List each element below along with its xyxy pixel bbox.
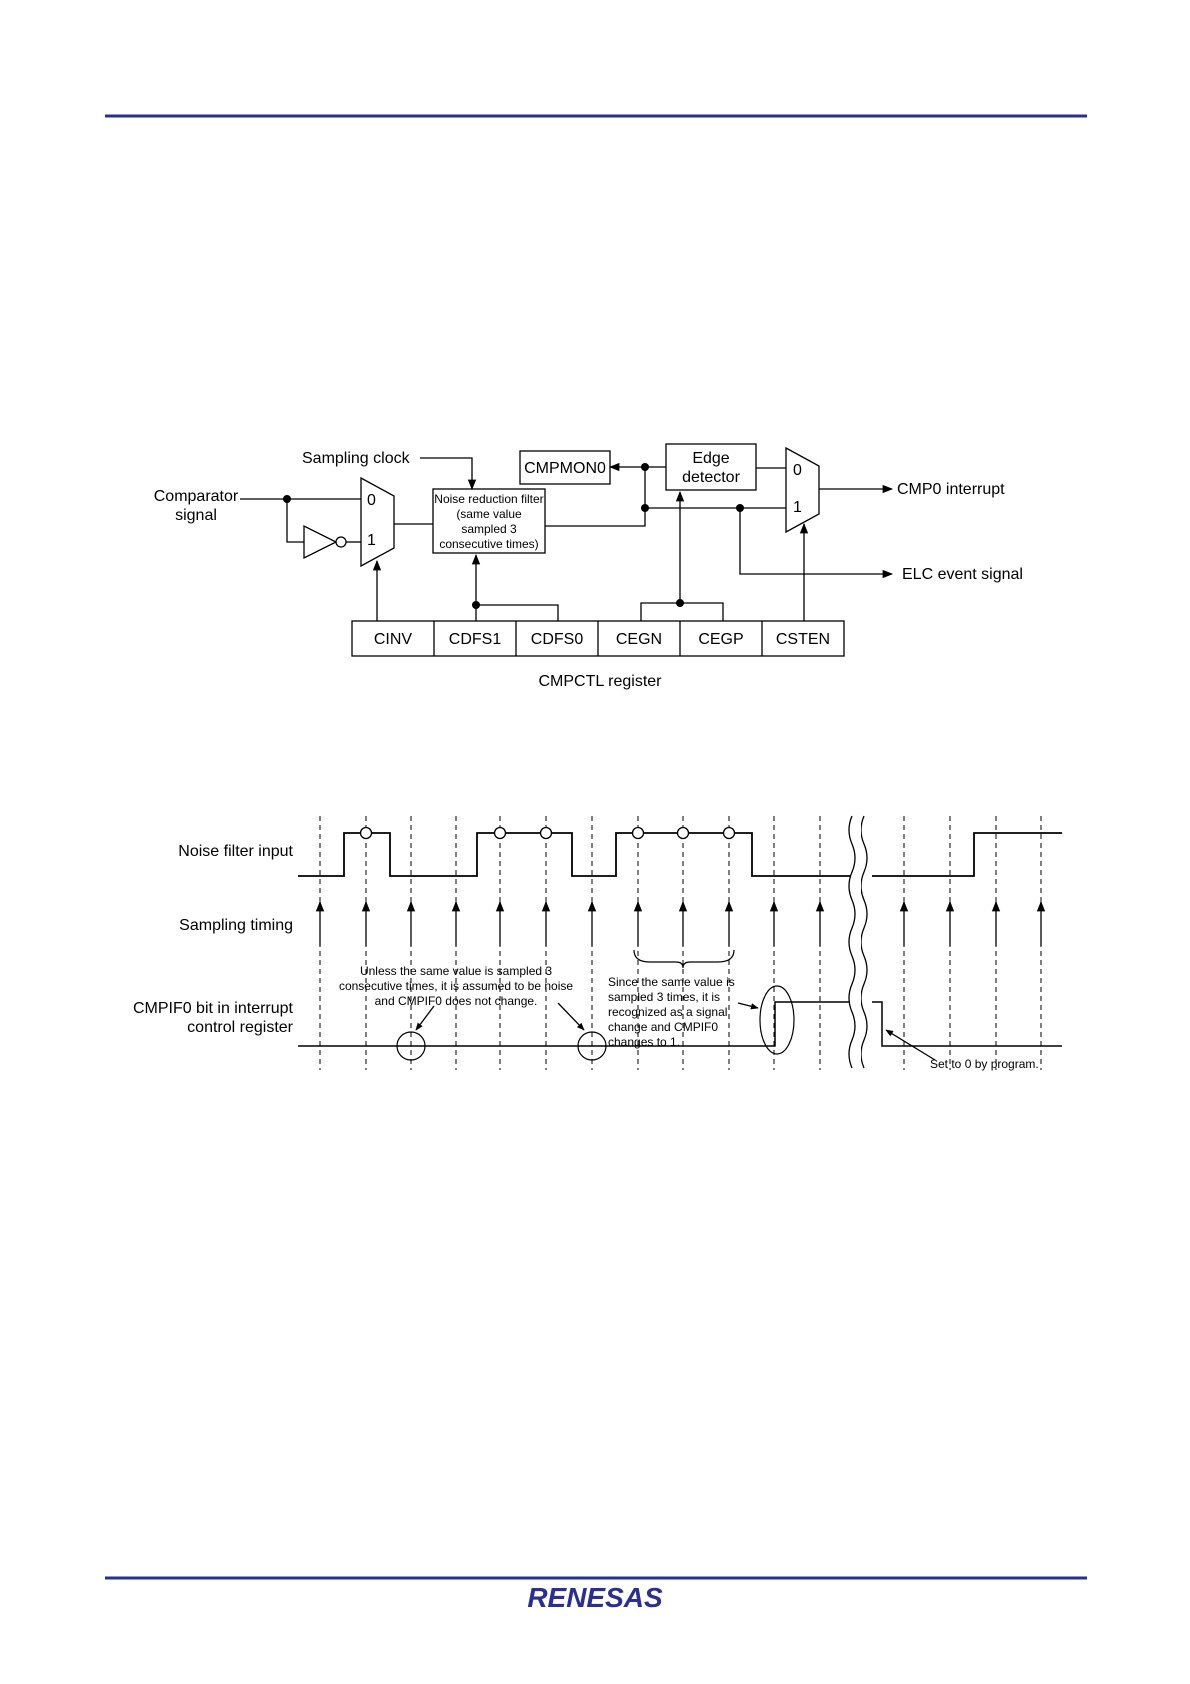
svg-text:changes to 1.: changes to 1. [608, 1035, 680, 1049]
svg-text:and CMPIF0 does not change.: and CMPIF0 does not change. [375, 994, 538, 1008]
svg-text:change and CMPIF0: change and CMPIF0 [608, 1020, 718, 1034]
elc-event-label: ELC event signal [902, 566, 1023, 583]
sampling-arrows [315, 900, 1046, 946]
register-name: CMPCTL register [539, 673, 663, 690]
svg-text:sampled 3 times, it is: sampled 3 times, it is [608, 990, 720, 1004]
sampling-clock-label: Sampling clock [302, 450, 411, 467]
cmpif0-wave-2 [872, 1001, 1062, 1047]
timing-diagram: Noise filter input Sampling timing CMPIF… [133, 815, 1062, 1071]
mux-1-input-0: 0 [367, 492, 376, 509]
mux-1-input-1: 1 [367, 532, 376, 549]
noise-reduction-filter [432, 488, 546, 554]
edge-detector-line-2: detector [682, 469, 740, 486]
three-sample-brace [633, 949, 735, 969]
mux-1 [360, 476, 395, 568]
cmpmon0-box [519, 450, 611, 485]
reg-field-cdfs0: CDFS0 [531, 631, 584, 648]
note-noise: Unless the same value is sampled 3 conse… [339, 964, 573, 1008]
sampling-timing-label: Sampling timing [179, 917, 293, 934]
sample-points [359, 826, 736, 840]
svg-text:Since the same value is: Since the same value is [608, 975, 735, 989]
time-break [848, 815, 856, 1069]
noise-circle-1 [396, 1031, 426, 1061]
svg-text:recognized as a signal: recognized as a signal [608, 1005, 727, 1019]
reg-field-cegp: CEGP [698, 631, 743, 648]
cmpif0-wave [298, 1001, 850, 1047]
cmpctl-register [351, 620, 845, 657]
cmpif-label-2: control register [187, 1019, 293, 1036]
edge-detector-line-1: Edge [692, 450, 729, 467]
noise-filter-input-label: Noise filter input [178, 843, 293, 860]
filter-line-1: Noise reduction filter [434, 492, 543, 506]
mux-2-input-1: 1 [793, 499, 802, 516]
reg-field-csten: CSTEN [776, 631, 830, 648]
filter-line-3: sampled 3 [461, 522, 517, 536]
svg-text:Unless the same value is sampl: Unless the same value is sampled 3 [360, 964, 552, 978]
cmpif-label-1: CMPIF0 bit in interrupt [133, 1000, 294, 1017]
mux-2 [785, 446, 820, 534]
noise-circle-2 [577, 1031, 607, 1061]
mux-2-input-0: 0 [793, 462, 802, 479]
reg-field-cinv: CINV [374, 631, 413, 648]
edge-detector [665, 443, 757, 491]
reg-field-cdfs1: CDFS1 [449, 631, 502, 648]
note-signal: Since the same value is sampled 3 times,… [608, 975, 735, 1049]
filter-line-2: (same value [456, 507, 522, 521]
inverter-gate [303, 524, 338, 560]
reg-field-cegn: CEGN [616, 631, 662, 648]
noise-filter-input-wave-2 [872, 832, 1062, 877]
svg-text:consecutive times, it is assum: consecutive times, it is assumed to be n… [339, 979, 573, 993]
block-diagram: Sampling clock Comparator signal 0 1 Noi… [154, 443, 1023, 690]
filter-line-4: consecutive times) [439, 537, 538, 551]
renesas-logo: RENESAS [527, 1582, 663, 1613]
cmp0-interrupt-label: CMP0 interrupt [897, 481, 1005, 498]
noise-filter-input-wave [298, 832, 850, 877]
signal-change-ellipse [759, 985, 795, 1055]
comparator-signal-label-2: signal [175, 507, 217, 524]
cmpmon0-label: CMPMON0 [524, 460, 606, 477]
note-clear: Set to 0 by program. [930, 1057, 1039, 1071]
comparator-signal-label-1: Comparator [154, 488, 239, 505]
